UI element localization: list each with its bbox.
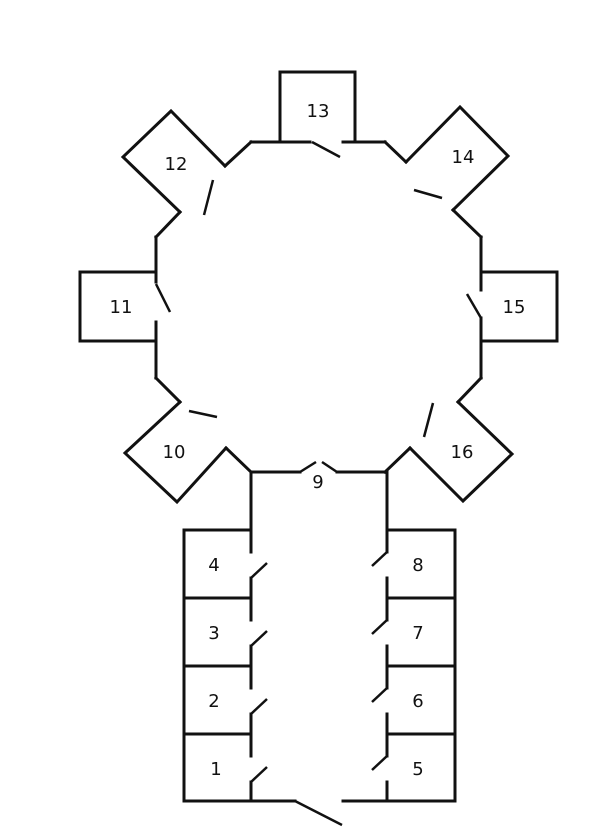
room-16-shape — [407, 399, 515, 504]
room-15-walls — [479, 270, 559, 343]
door-16 — [422, 402, 435, 438]
door-10 — [188, 409, 218, 419]
room-labels: 13 12 14 11 15 10 16 9 4 3 2 1 8 7 6 5 — [110, 101, 526, 780]
door-12 — [202, 179, 215, 216]
room-label-14: 14 — [452, 147, 475, 168]
hall-wall-right-lower-diagonal — [455, 375, 484, 405]
door-4 — [250, 562, 268, 579]
hall-wall-bottom-right-diagonal — [382, 445, 413, 475]
door-6 — [371, 687, 388, 703]
entrance-door — [294, 799, 343, 827]
room-14-walls — [403, 104, 511, 213]
door-7 — [371, 619, 388, 635]
door-14 — [413, 188, 443, 200]
central-hall-walls — [153, 139, 484, 475]
room-11-shape — [78, 270, 158, 343]
room-15-shape — [479, 270, 559, 343]
room-label-16: 16 — [451, 442, 474, 463]
hall-wall-upper-left-diagonal — [222, 139, 254, 169]
left-rooms-block — [182, 528, 297, 803]
room-label-11: 11 — [110, 297, 133, 318]
room-10-shape — [122, 399, 229, 505]
room-label-5: 5 — [412, 759, 423, 780]
room-10-walls — [122, 399, 229, 505]
room-13-shape — [278, 70, 357, 144]
hall-wall-bottom-left-diagonal — [223, 445, 254, 475]
door-5 — [371, 755, 388, 771]
room-14-shape — [403, 104, 511, 213]
room-label-9: 9 — [312, 472, 323, 493]
room-label-15: 15 — [503, 297, 526, 318]
room-11-walls — [78, 270, 158, 343]
room-label-6: 6 — [412, 691, 423, 712]
door-8 — [371, 551, 388, 567]
door-9-left — [299, 460, 317, 474]
room-12-shape — [120, 108, 228, 215]
corridor-walls — [249, 470, 389, 803]
room-label-3: 3 — [208, 623, 219, 644]
hall-wall-right-upper-diagonal — [450, 207, 484, 240]
room-label-13: 13 — [307, 101, 330, 122]
right-rooms-block — [341, 528, 457, 803]
door-2 — [250, 698, 268, 715]
door-15 — [465, 293, 483, 319]
door-1 — [250, 766, 268, 783]
room-16-walls — [407, 399, 515, 504]
room-label-8: 8 — [412, 555, 423, 576]
hall-wall-left-lower-diagonal — [153, 375, 183, 405]
hall-wall-upper-right-diagonal — [382, 139, 409, 165]
room-13-walls — [278, 70, 357, 144]
door-9-right — [321, 460, 338, 474]
room-label-12: 12 — [165, 154, 188, 175]
room-label-1: 1 — [210, 759, 221, 780]
hall-wall-left-upper-diagonal — [153, 209, 183, 240]
door-11 — [154, 283, 172, 313]
door-13 — [311, 140, 341, 159]
room-label-10: 10 — [163, 442, 186, 463]
room-label-7: 7 — [412, 623, 423, 644]
room-label-4: 4 — [208, 555, 219, 576]
doors — [154, 140, 483, 827]
door-3 — [250, 630, 268, 647]
room-label-2: 2 — [208, 691, 219, 712]
room-12-walls — [120, 108, 228, 215]
